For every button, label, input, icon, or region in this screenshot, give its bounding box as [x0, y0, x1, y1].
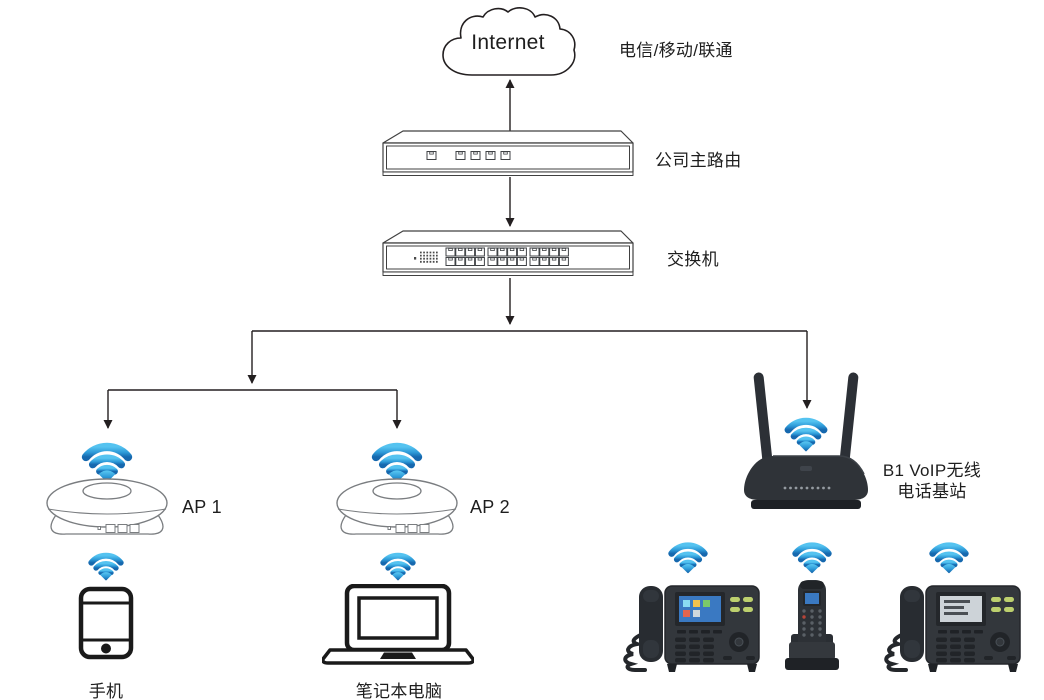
base-station-leds [783, 486, 831, 490]
phone-cord [623, 632, 647, 672]
softkeys [938, 630, 983, 634]
cordless-phone-wifi-icon [791, 537, 833, 574]
internet-label: Internet [471, 31, 545, 54]
desk-phone-2-wifi-icon [928, 537, 970, 574]
touchpad-notch [380, 652, 416, 659]
base-station-label-line1: B1 VoIP无线 [882, 461, 982, 480]
screen-text-lines [944, 600, 970, 615]
switch-device-icon [382, 230, 634, 276]
desk-phone-1-icon [623, 585, 760, 672]
router-top-face [382, 130, 634, 144]
ap1-wifi-icon [80, 436, 134, 483]
keypad [936, 637, 975, 663]
line-keys [730, 597, 753, 612]
switch-top-face [382, 230, 634, 244]
base-station-label-line2: 电话基站 [897, 482, 967, 501]
line-keys [991, 597, 1014, 612]
cordless-keys [802, 609, 822, 637]
desk-phone-1-wifi-icon [667, 537, 709, 574]
laptop-icon [322, 584, 474, 665]
laptop-wifi-icon [379, 548, 417, 581]
antennas [753, 372, 859, 467]
base-station-body [744, 456, 868, 500]
cordless-screen [805, 593, 819, 604]
router-device-icon [382, 130, 634, 176]
cordless-cradle [789, 642, 835, 660]
keypad [675, 637, 714, 663]
phone-cord [884, 632, 908, 672]
base-station-label: B1 VoIP无线 电话基站 [862, 460, 1002, 502]
ap-ports [97, 524, 140, 533]
cordless-phone-icon [785, 580, 839, 670]
mobile-wifi-icon [87, 548, 125, 581]
phone-screen [679, 596, 721, 622]
cordless-base [785, 658, 839, 670]
ap2-wifi-icon [370, 436, 424, 483]
switch-base [382, 271, 634, 276]
base-station-logo [800, 466, 812, 471]
ap1-device-icon [46, 478, 168, 535]
screen-icons [683, 600, 710, 617]
mobile-phone-icon [78, 586, 134, 660]
home-button [101, 643, 111, 654]
desk-phone-2-icon [884, 585, 1021, 672]
base-station-device-icon [744, 372, 868, 509]
router-label: 公司主路由 [655, 151, 742, 170]
softkeys [677, 630, 722, 634]
router-base [382, 171, 634, 176]
isp-caption: 电信/移动/联通 [619, 41, 733, 60]
mobile-label: 手机 [88, 682, 124, 700]
switch-label: 交换机 [667, 250, 719, 269]
base-station-stand [751, 500, 861, 509]
ap1-label: AP 1 [182, 497, 222, 517]
ap2-label: AP 2 [470, 497, 510, 517]
internet-cloud-icon [442, 7, 576, 76]
ap-ports [387, 524, 430, 533]
laptop-label: 笔记本电脑 [355, 682, 443, 700]
ap2-device-icon [336, 478, 458, 535]
